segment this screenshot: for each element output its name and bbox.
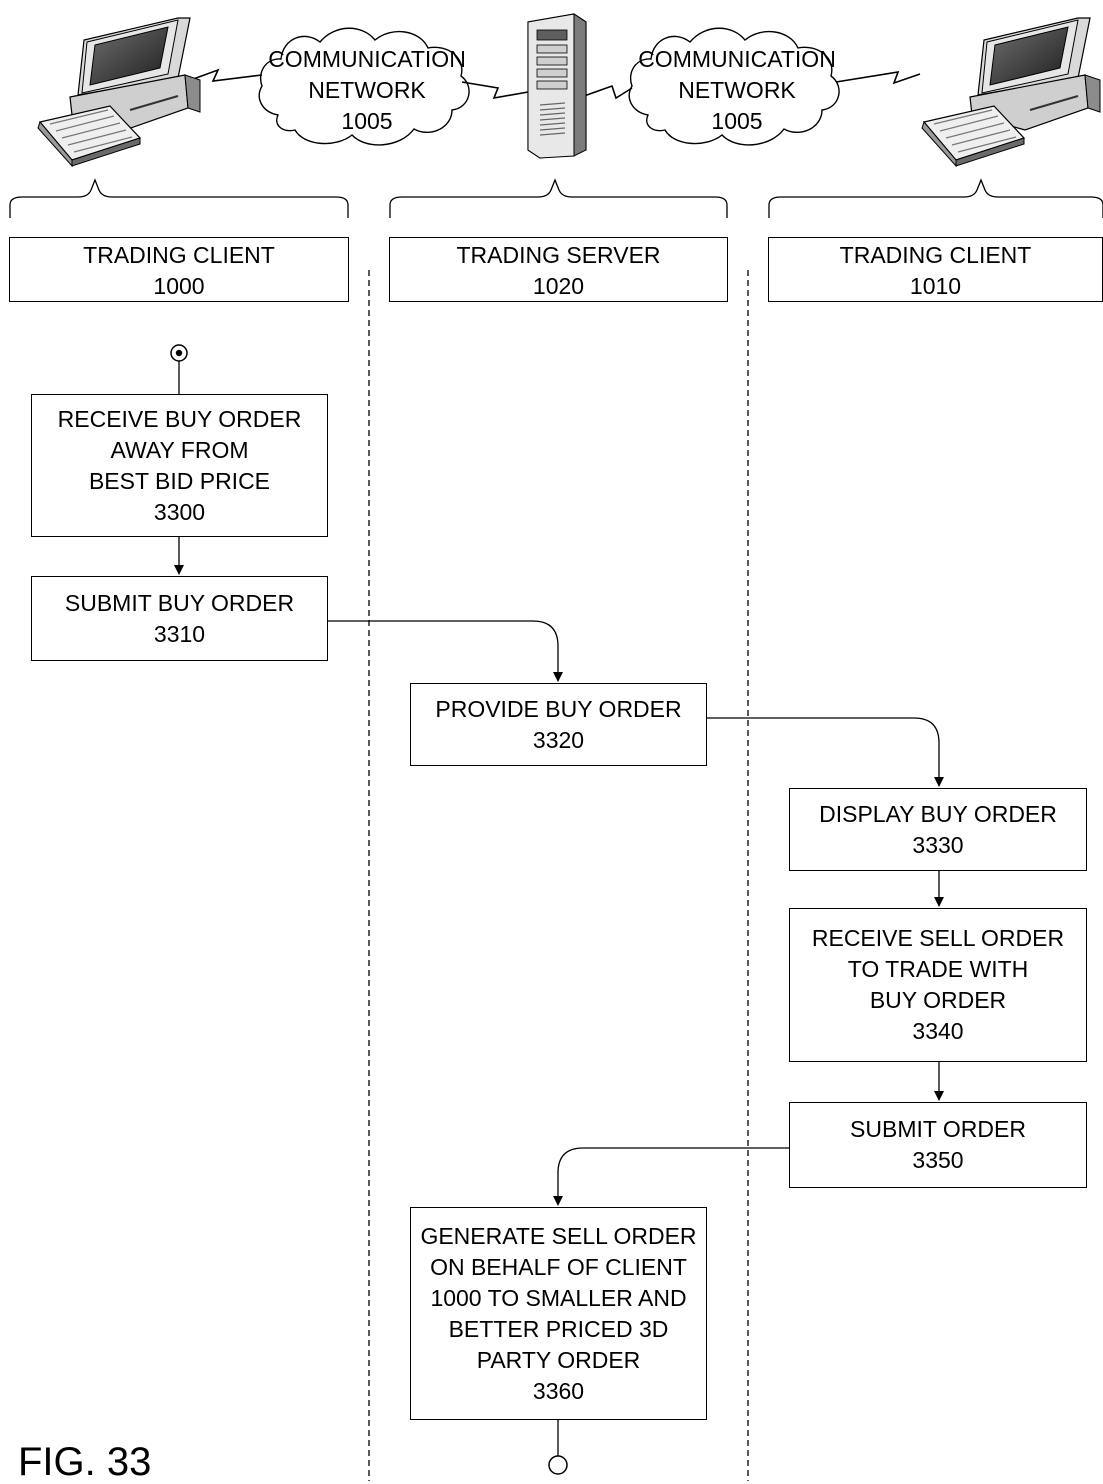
- step-3320: PROVIDE BUY ORDER 3320: [410, 683, 707, 766]
- step-3360: GENERATE SELL ORDER ON BEHALF OF CLIENT …: [410, 1207, 707, 1420]
- step-3310: SUBMIT BUY ORDER 3310: [31, 576, 328, 661]
- link-client1000-network: [184, 68, 263, 83]
- brace-client-1000: [9, 178, 349, 218]
- arrow-3350-3360: [553, 1147, 789, 1206]
- brace-server-1020: [389, 178, 728, 218]
- lane-header-client-1000: TRADING CLIENT 1000: [9, 237, 349, 302]
- figure-label: FIG. 33: [18, 1440, 152, 1484]
- network-label-left: COMMUNICATION NETWORK 1005: [268, 46, 466, 134]
- start-node-dot: [175, 349, 183, 357]
- arrow-3320-3330: [706, 717, 944, 787]
- lane-header-server-1020: TRADING SERVER 1020: [389, 237, 728, 302]
- step-3330: DISPLAY BUY ORDER 3330: [789, 788, 1087, 871]
- computer-icon: [921, 17, 1101, 168]
- cloud-network-right: [628, 27, 840, 146]
- lane-header-client-1010: TRADING CLIENT 1010: [768, 237, 1103, 302]
- link-network-client1010: [835, 70, 921, 85]
- cloud-network-left: [258, 27, 470, 146]
- server-icon: [527, 13, 587, 159]
- step-3350: SUBMIT ORDER 3350: [789, 1102, 1087, 1188]
- computer-icon: [37, 17, 201, 168]
- brace-client-1010: [768, 178, 1103, 218]
- arrow-3310-3320: [327, 620, 563, 682]
- link-server-network-right: [583, 84, 633, 100]
- step-3340: RECEIVE SELL ORDER TO TRADE WITH BUY ORD…: [789, 908, 1087, 1062]
- step-3300: RECEIVE BUY ORDER AWAY FROM BEST BID PRI…: [31, 394, 328, 537]
- end-node: [548, 1455, 568, 1475]
- link-network-server-left: [461, 81, 529, 100]
- network-label-right: COMMUNICATION NETWORK 1005: [638, 46, 836, 134]
